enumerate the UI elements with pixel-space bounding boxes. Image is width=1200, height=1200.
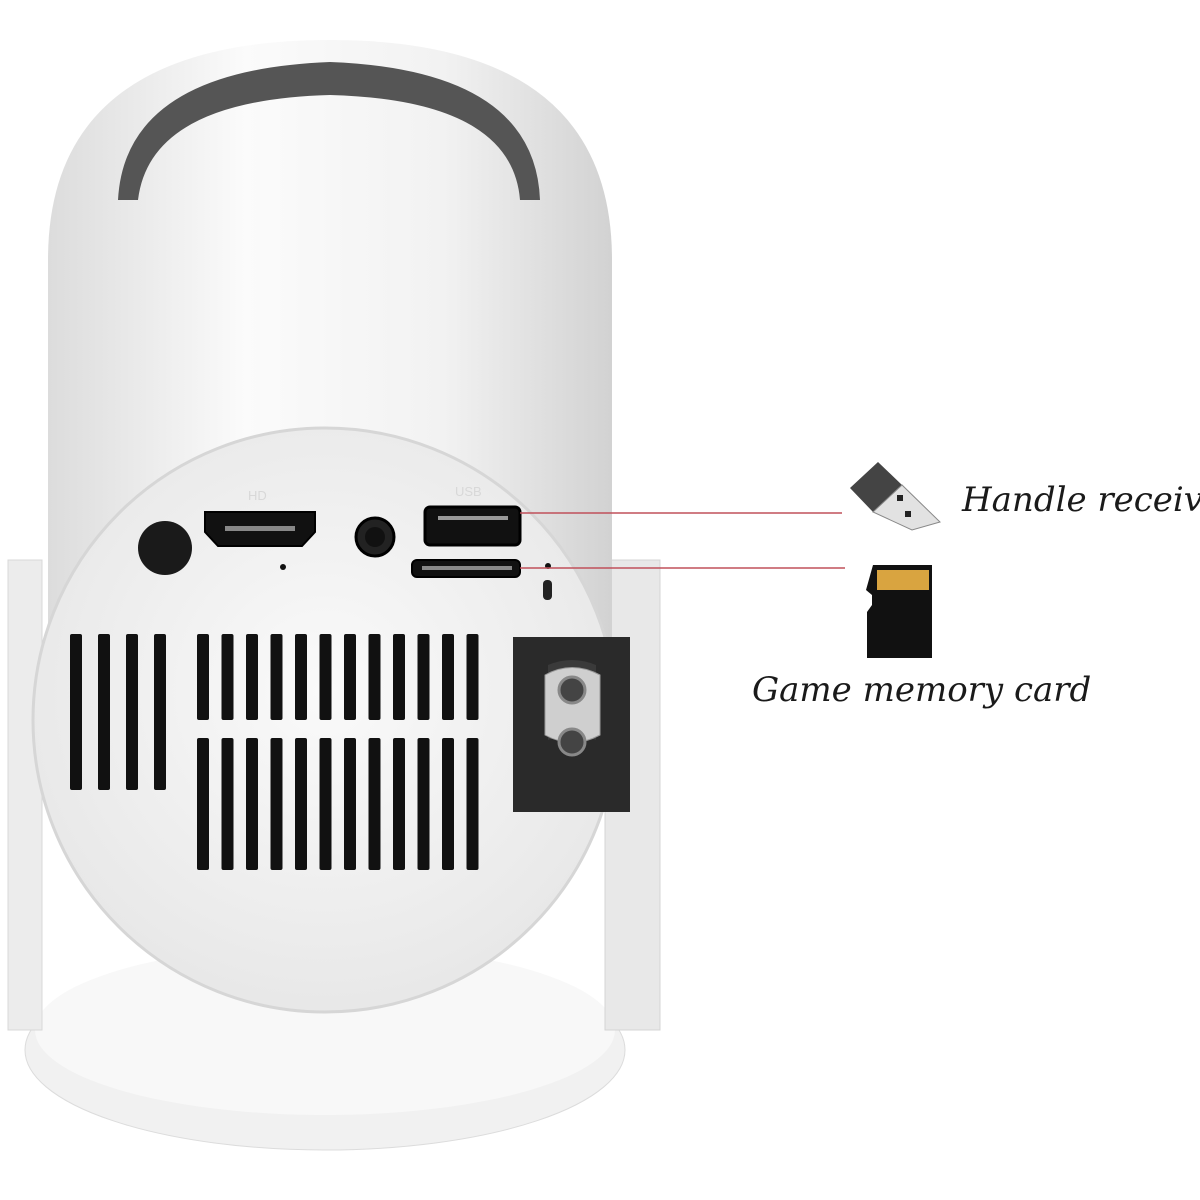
vent-slot bbox=[442, 738, 454, 870]
vent-slot bbox=[246, 634, 258, 720]
stand-arm-left bbox=[7, 559, 43, 1031]
vent-slot bbox=[368, 634, 381, 720]
vent-slot bbox=[319, 634, 332, 720]
vent-slot bbox=[319, 738, 332, 870]
usb-dongle-icon bbox=[850, 462, 941, 531]
vent-slot bbox=[221, 634, 234, 720]
vent-slot bbox=[270, 738, 283, 870]
vent-slot bbox=[70, 634, 82, 790]
vent-slot bbox=[393, 738, 405, 870]
vent-slot bbox=[417, 738, 430, 870]
vent-slot bbox=[466, 634, 479, 720]
grill bbox=[118, 62, 540, 200]
callout-game-memory-card: Game memory card bbox=[752, 670, 1092, 710]
vent-slot bbox=[154, 634, 166, 790]
vent-slot bbox=[197, 738, 209, 870]
vent-slot bbox=[466, 738, 479, 870]
vent-slot bbox=[417, 634, 430, 720]
vent-slot bbox=[368, 738, 381, 870]
vent-slot bbox=[295, 738, 307, 870]
vent-slot bbox=[221, 738, 234, 870]
vent-slot bbox=[393, 634, 405, 720]
vent-slot bbox=[126, 634, 138, 790]
vent-slot bbox=[442, 634, 454, 720]
vent-slot bbox=[246, 738, 258, 870]
vent-slot bbox=[197, 634, 209, 720]
vent-slot bbox=[98, 634, 110, 790]
usb-label: USB bbox=[455, 484, 482, 499]
vent-slot bbox=[344, 634, 356, 720]
callout-handle-receiver: Handle receive bbox=[962, 480, 1200, 520]
microsd-card-icon bbox=[866, 565, 932, 658]
vent-slot bbox=[270, 634, 283, 720]
vents bbox=[70, 634, 479, 870]
hdmi-label: HD bbox=[248, 488, 267, 503]
vent-slot bbox=[344, 738, 356, 870]
power-button[interactable] bbox=[138, 521, 192, 575]
usb-port[interactable] bbox=[423, 505, 522, 547]
vent-slot bbox=[295, 634, 307, 720]
